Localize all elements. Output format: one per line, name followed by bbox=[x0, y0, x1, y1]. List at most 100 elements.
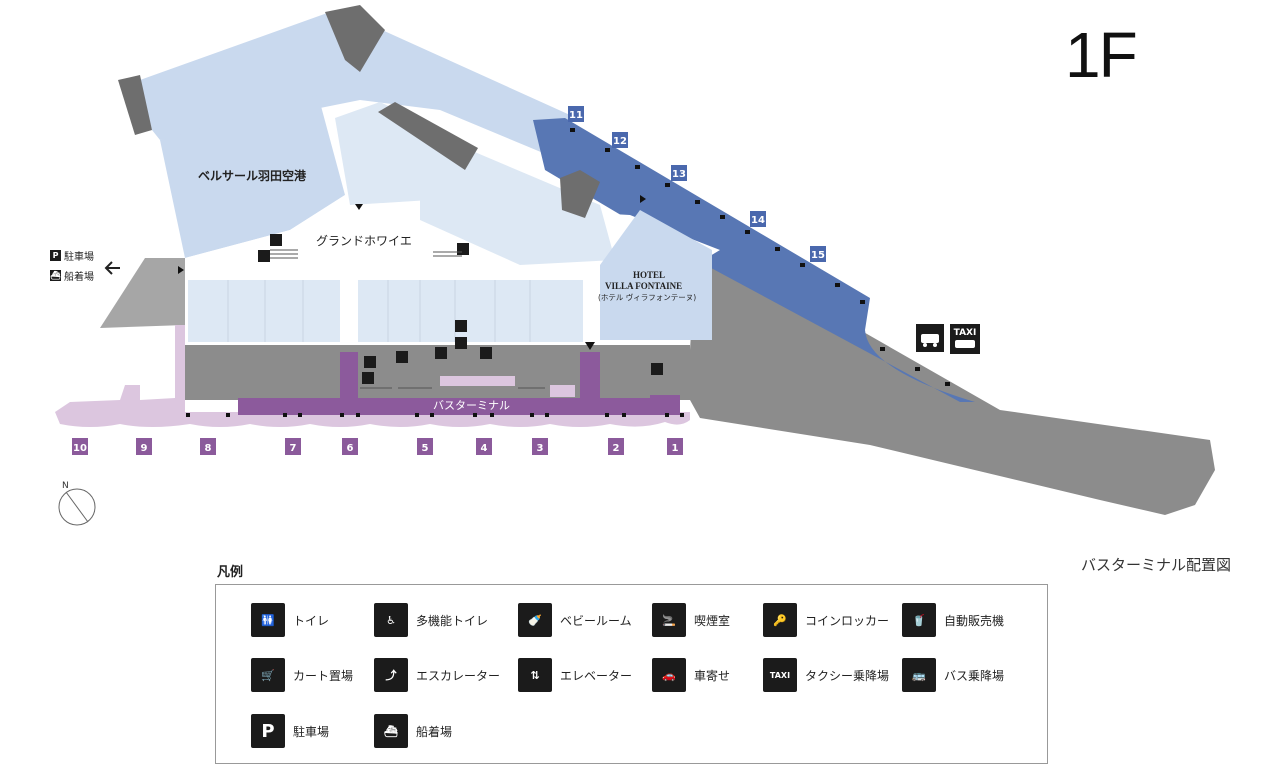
svg-text:5: 5 bbox=[422, 443, 429, 454]
legend-item-parking: P 駐車場 bbox=[251, 713, 329, 749]
taxi-stand-icon: TAXI bbox=[763, 658, 797, 692]
legend-item-accessible-toilet: ♿ 多機能トイレ bbox=[374, 602, 488, 638]
parking-direction-label: 駐車場 bbox=[64, 252, 94, 263]
bus-stop-icon: 🚌 bbox=[902, 658, 936, 692]
bus-terminal-label: バスターミナル bbox=[433, 399, 510, 412]
hotel-block bbox=[600, 210, 712, 340]
legend-label: 駐車場 bbox=[293, 724, 330, 739]
parking-direction: P 駐車場 bbox=[50, 248, 94, 263]
taxi-map-icon: TAXI bbox=[950, 324, 980, 354]
north-compass: N bbox=[58, 481, 96, 526]
svg-text:6: 6 bbox=[347, 443, 354, 454]
legend-label: 船着場 bbox=[416, 724, 453, 739]
boat-dock-icon: ⛴ bbox=[374, 714, 408, 748]
stop-marks bbox=[186, 413, 684, 417]
entrance-arrow-1 bbox=[355, 204, 363, 210]
svg-text:11: 11 bbox=[569, 110, 583, 121]
svg-text:9: 9 bbox=[141, 443, 148, 454]
legend-item-escalator: ⤴ エスカレーター bbox=[374, 657, 500, 693]
legend-label: コインロッカー bbox=[805, 613, 890, 628]
legend-item-vending-machine: 🥤 自動販売機 bbox=[902, 602, 1004, 638]
entrance-arrow-3 bbox=[178, 266, 184, 274]
legend-title: 凡例 bbox=[217, 565, 244, 580]
parking-mini-icon: P bbox=[50, 250, 61, 261]
legend-item-cart-storage: 🛒 カート置場 bbox=[251, 657, 353, 693]
legend-label: エレベーター bbox=[560, 668, 633, 683]
svg-text:1: 1 bbox=[672, 443, 679, 454]
legend-item-coin-locker: 🔑 コインロッカー bbox=[763, 602, 889, 638]
entrance-arrow-4 bbox=[585, 342, 595, 350]
svg-text:14: 14 bbox=[751, 215, 765, 226]
elevator-icon: ⇅ bbox=[518, 658, 552, 692]
legend-item-toilet: 🚻 トイレ bbox=[251, 602, 329, 638]
legend-label: 車寄せ bbox=[694, 668, 731, 683]
bus-lane bbox=[55, 325, 690, 427]
legend-label: エスカレーター bbox=[416, 668, 501, 683]
car-pickup-icon: 🚗 bbox=[652, 658, 686, 692]
escalator-hatch bbox=[270, 249, 545, 389]
legend-item-elevator: ⇅ エレベーター bbox=[518, 657, 632, 693]
legend-item-boat-dock: ⛴ 船着場 bbox=[374, 713, 452, 749]
north-wing bbox=[140, 12, 570, 160]
wall-north-tip bbox=[325, 5, 385, 72]
legend-label: 自動販売機 bbox=[944, 613, 1005, 628]
legend-label: トイレ bbox=[293, 613, 330, 628]
baby-room-icon: 🍼 bbox=[518, 603, 552, 637]
legend-label: 多機能トイレ bbox=[416, 613, 489, 628]
car-pickup-map-icon bbox=[916, 324, 944, 352]
boat-dock-direction-label: 船着場 bbox=[64, 272, 94, 283]
accessible-toilet-icon: ♿ bbox=[374, 603, 408, 637]
svg-text:N: N bbox=[62, 481, 69, 491]
parking-icon: P bbox=[251, 714, 285, 748]
wall-west-tip bbox=[118, 75, 152, 135]
gate-marks bbox=[570, 128, 950, 386]
boat-mini-icon: ⛴ bbox=[50, 270, 61, 281]
legend-label: ベビールーム bbox=[560, 613, 632, 628]
wall-core bbox=[378, 102, 478, 170]
hotel-label-2: VILLA FONTAINE bbox=[605, 281, 682, 291]
entrance-arrow-2 bbox=[640, 195, 646, 203]
map-icons bbox=[258, 234, 663, 384]
retail-row-west bbox=[188, 280, 340, 342]
legend-label: バス乗降場 bbox=[944, 668, 1005, 683]
legend-item-baby-room: 🍼 ベビールーム bbox=[518, 602, 632, 638]
bus-terminal-band bbox=[238, 352, 680, 415]
svg-text:15: 15 bbox=[811, 250, 825, 261]
bus-stop-labels: 10 9 8 7 6 5 4 3 2 1 bbox=[72, 438, 683, 455]
retail-row-east bbox=[358, 280, 583, 342]
boat-dock-direction: ⛴ 船着場 bbox=[50, 268, 94, 283]
foyer-block-b bbox=[420, 150, 615, 265]
legend-label: カート置場 bbox=[293, 668, 354, 683]
legend-item-bus-stop: 🚌 バス乗降場 bbox=[902, 657, 1004, 693]
legend-label: 喫煙室 bbox=[694, 613, 731, 628]
bus-terminal-inner-2 bbox=[550, 385, 575, 397]
cart-storage-icon: 🛒 bbox=[251, 658, 285, 692]
svg-text:12: 12 bbox=[613, 136, 627, 147]
bus-terminal-inner bbox=[440, 376, 515, 386]
gate-corridor bbox=[533, 118, 975, 402]
svg-text:10: 10 bbox=[73, 443, 87, 454]
svg-text:TAXI: TAXI bbox=[954, 328, 977, 338]
legend-item-taxi-stand: TAXI タクシー乗降場 bbox=[763, 657, 889, 693]
coin-locker-icon: 🔑 bbox=[763, 603, 797, 637]
legend-label: タクシー乗降場 bbox=[805, 668, 890, 683]
svg-text:2: 2 bbox=[613, 443, 620, 454]
smoking-room-icon: 🚬 bbox=[652, 603, 686, 637]
west-road-area bbox=[100, 258, 185, 328]
gate-labels: 11 12 13 14 15 bbox=[568, 106, 826, 262]
svg-text:3: 3 bbox=[537, 443, 544, 454]
legend: 🚻 トイレ ♿ 多機能トイレ 🍼 ベビールーム 🚬 喫煙室 🔑 コインロッカー … bbox=[215, 584, 1048, 764]
toilet-icon: 🚻 bbox=[251, 603, 285, 637]
legend-item-smoking-room: 🚬 喫煙室 bbox=[652, 602, 730, 638]
legend-item-car-pickup: 🚗 車寄せ bbox=[652, 657, 730, 693]
floor-map: ベルサール羽田空港 グランドホワイエ HOTEL VILLA FONTAINE … bbox=[55, 5, 1215, 526]
svg-text:13: 13 bbox=[672, 169, 686, 180]
map-caption: バスターミナル配置図 bbox=[1081, 556, 1232, 574]
svg-text:4: 4 bbox=[481, 443, 488, 454]
bellesalle-label: ベルサール羽田空港 bbox=[198, 168, 307, 183]
bellesalle-hall bbox=[160, 95, 345, 258]
escalator-icon: ⤴ bbox=[374, 658, 408, 692]
hotel-label-3: (ホテル ヴィラフォンテーヌ) bbox=[598, 292, 696, 302]
svg-text:7: 7 bbox=[290, 443, 297, 454]
wall-core-2 bbox=[560, 170, 600, 218]
